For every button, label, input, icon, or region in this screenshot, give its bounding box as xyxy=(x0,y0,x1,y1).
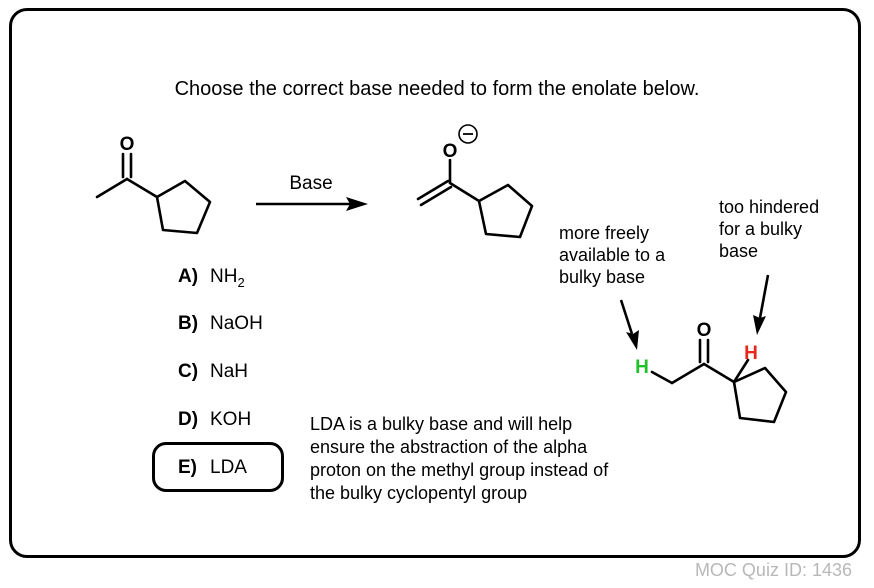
quiz-frame xyxy=(9,8,861,558)
carbonyl-ring-bond xyxy=(125,177,159,199)
ring-note: too hindered for a bulky base xyxy=(719,197,820,261)
explanation-text: LDA is a bulky base and will help ensure… xyxy=(310,414,609,503)
choice-c-text: NaH xyxy=(210,361,249,382)
methylene-carbonyl-bond xyxy=(670,362,706,385)
methyl-bond xyxy=(95,177,129,199)
methyl-note: more freely available to a bulky base xyxy=(559,223,666,287)
arrow-label: Base xyxy=(289,173,332,194)
methyl-pointer-arrow xyxy=(619,299,639,350)
h-to-methylene-bond xyxy=(650,370,674,385)
choice-a[interactable]: A)NH2 xyxy=(178,266,245,290)
annotated-ketone xyxy=(650,338,788,424)
methyl-hydrogen: H xyxy=(635,357,649,378)
choice-e-text: LDA xyxy=(210,457,247,478)
reactant-molecule xyxy=(95,152,212,235)
choice-d-text: KOH xyxy=(210,409,252,430)
ring-hydrogen: H xyxy=(744,343,758,364)
negative-charge-icon xyxy=(458,124,478,144)
reaction-arrow xyxy=(256,197,368,211)
product-molecule xyxy=(416,158,534,239)
choice-a-subscript: 2 xyxy=(237,274,245,290)
product-oxygen: O xyxy=(443,141,458,162)
ring-ch-bond xyxy=(732,358,750,384)
carbonyl-ring-bond xyxy=(702,362,736,384)
choice-b-text: NaOH xyxy=(210,313,263,334)
choice-b[interactable]: B)NaOH xyxy=(178,313,263,334)
question-text: Choose the correct base needed to form t… xyxy=(174,78,700,100)
ketone-oxygen: O xyxy=(697,320,712,341)
enolate-double-bond-a xyxy=(416,179,450,201)
choice-c[interactable]: C)NaH xyxy=(178,361,249,382)
cyclopentane-ring xyxy=(155,179,212,235)
choice-d[interactable]: D)KOH xyxy=(178,409,252,430)
quiz-id-footer: MOC Quiz ID: 1436 xyxy=(694,560,852,580)
annotated-cyclopentane-ring xyxy=(732,366,788,424)
product-cyclopentane-ring xyxy=(477,183,534,239)
selected-answer-box xyxy=(152,442,284,492)
enolate-ring-bond xyxy=(448,181,481,203)
choice-a-text: NH xyxy=(210,266,238,287)
reactant-oxygen: O xyxy=(120,134,135,155)
choice-e[interactable]: E)LDA xyxy=(178,457,247,478)
enolate-double-bond-b xyxy=(419,185,453,207)
ring-pointer-arrow xyxy=(753,274,770,335)
